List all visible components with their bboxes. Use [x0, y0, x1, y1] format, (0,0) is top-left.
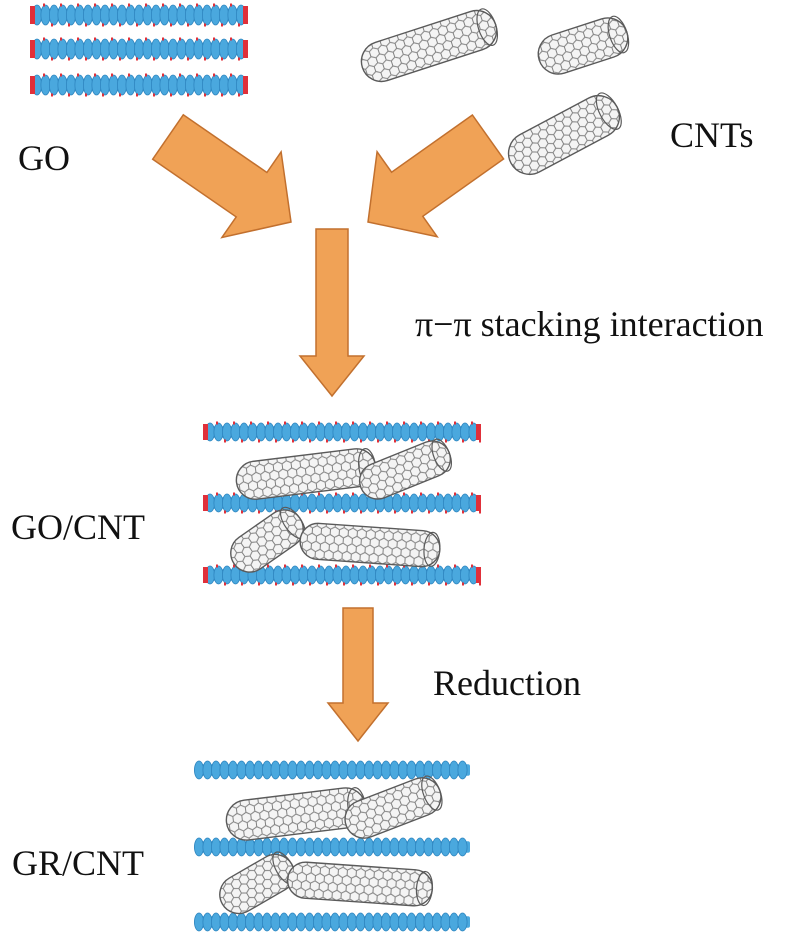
gr-sheet-3	[193, 912, 470, 932]
nanotubes-layer	[219, 8, 630, 915]
go-sheet-top-3	[30, 73, 248, 97]
go-sheet-mid-2	[203, 492, 481, 514]
arrows-layer	[151, 113, 505, 743]
cnt-composite-1	[235, 447, 377, 500]
gr-sheet-2	[193, 837, 470, 857]
go-sheet-top-1	[30, 3, 248, 27]
interaction-label: π−π stacking interaction	[415, 304, 764, 344]
cnt-reduced-4	[286, 861, 434, 907]
cnt-free-1	[360, 8, 499, 83]
cnt-reduced-3	[219, 851, 297, 915]
cnt-free-3	[507, 92, 622, 176]
cnt-composite-3	[230, 506, 306, 573]
go-sheet-mid-1	[203, 421, 481, 443]
gr-sheet-1	[193, 760, 470, 780]
reduction-label: Reduction	[433, 663, 581, 703]
cnt-reduced-2	[344, 775, 443, 839]
arrow-reduction	[326, 607, 390, 743]
cnt-composite-4	[299, 522, 441, 568]
cnt-free-2	[537, 15, 630, 75]
cnts-label: CNTs	[670, 115, 754, 155]
arrow-stacking	[298, 228, 366, 398]
sheets-layer	[30, 3, 481, 932]
go-sheet-mid-3	[203, 564, 481, 586]
arrow-cnt-to-merge	[367, 113, 505, 238]
gr-cnt-label: GR/CNT	[12, 843, 145, 883]
go-sheet-top-2	[30, 37, 248, 61]
cnt-composite-2	[358, 438, 453, 500]
go-label: GO	[18, 138, 70, 178]
go-cnt-label: GO/CNT	[11, 507, 145, 547]
arrow-go-to-merge	[151, 113, 292, 239]
